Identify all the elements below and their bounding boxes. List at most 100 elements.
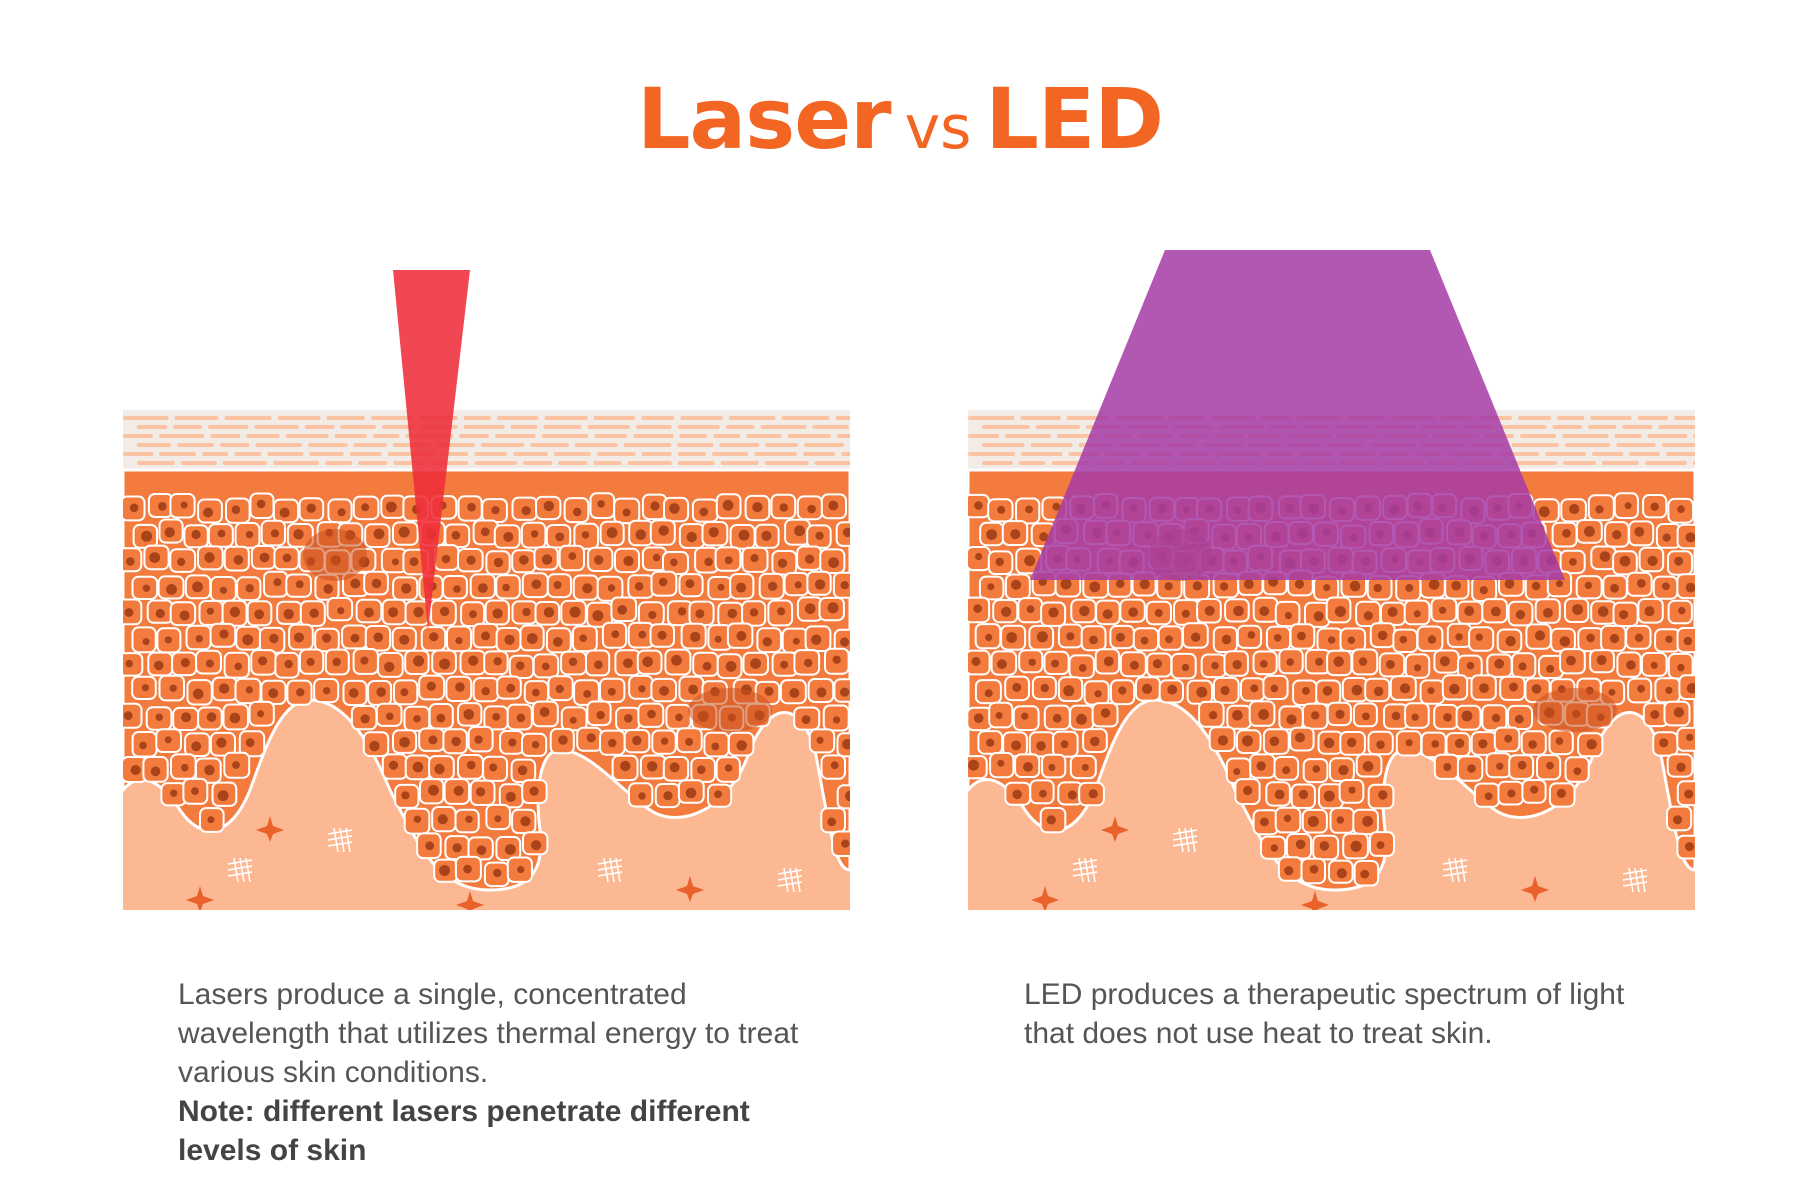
cell-nucleus	[697, 765, 706, 774]
cell-nucleus	[678, 607, 686, 615]
skin-flake	[837, 434, 850, 438]
cell-nucleus	[517, 866, 524, 873]
skin-flake	[835, 416, 850, 420]
cell-nucleus	[207, 608, 214, 615]
cell-nucleus	[1221, 686, 1230, 695]
cell-nucleus	[1233, 660, 1242, 669]
skin-cross-section	[117, 410, 850, 917]
cell-nucleus	[361, 714, 370, 723]
skin-flake	[530, 443, 569, 447]
cell-nucleus	[452, 531, 461, 540]
cell-nucleus	[413, 715, 420, 722]
cell-nucleus	[482, 687, 490, 695]
skin-flake	[761, 425, 807, 429]
skin-flake	[511, 425, 538, 429]
cell-nucleus	[1556, 580, 1563, 587]
skin-flake	[594, 434, 627, 438]
cell-nucleus	[802, 715, 811, 724]
cell-nucleus	[413, 607, 423, 617]
cell-nucleus	[438, 814, 448, 824]
cell-nucleus	[975, 553, 982, 560]
cell-nucleus	[1191, 633, 1200, 642]
cell-nucleus	[827, 818, 836, 827]
led-skin-diagram	[935, 230, 1695, 930]
skin-flake	[340, 425, 376, 429]
cell-nucleus	[608, 584, 616, 592]
cell-nucleus	[663, 791, 672, 800]
skin-flake	[220, 443, 249, 447]
cell-nucleus	[1400, 636, 1408, 644]
cell-nucleus	[670, 559, 678, 567]
cell-nucleus	[455, 637, 462, 644]
cell-nucleus	[544, 501, 554, 511]
cell-nucleus	[1023, 762, 1033, 772]
cell-nucleus	[1089, 582, 1100, 593]
cell-nucleus	[1220, 582, 1228, 590]
cell-nucleus	[1569, 558, 1577, 566]
skin-flake	[968, 434, 999, 438]
cell-nucleus	[986, 529, 997, 540]
cell-nucleus	[579, 634, 587, 642]
cell-nucleus	[494, 815, 501, 822]
cell-nucleus	[351, 634, 360, 643]
cell-nucleus	[1284, 815, 1291, 822]
skin-flake	[1592, 452, 1623, 456]
skin-flake	[1645, 461, 1687, 465]
cell-nucleus	[632, 736, 641, 745]
cell-nucleus	[1063, 685, 1074, 696]
cell-nucleus	[594, 555, 603, 564]
led-caption-block: LED produces a therapeutic spectrum of l…	[1024, 975, 1674, 1053]
skin-flake	[678, 425, 720, 429]
cell-nucleus	[506, 684, 515, 693]
cell-nucleus	[725, 764, 733, 772]
cell-nucleus	[440, 607, 449, 616]
cell-nucleus	[1585, 582, 1592, 589]
cell-nucleus	[996, 558, 1004, 566]
skin-flake	[558, 461, 587, 465]
skin-flake	[627, 461, 671, 465]
cell-nucleus	[1374, 687, 1384, 697]
cell-nucleus	[1572, 604, 1583, 615]
cell-nucleus	[1597, 655, 1607, 665]
skin-flake	[1557, 416, 1584, 420]
cell-nucleus	[1275, 790, 1285, 800]
cell-nucleus	[805, 555, 814, 564]
cell-nucleus	[709, 527, 719, 537]
skin-flake	[1563, 461, 1596, 465]
skin-flake	[1666, 452, 1695, 456]
cell-nucleus	[647, 710, 656, 719]
cell-nucleus	[690, 632, 700, 642]
cell-nucleus	[389, 761, 398, 770]
cell-nucleus	[617, 605, 627, 615]
cell-nucleus	[1626, 660, 1636, 670]
cell-nucleus	[556, 685, 564, 693]
cell-nucleus	[1036, 741, 1046, 751]
cell-nucleus	[1313, 765, 1321, 773]
skin-flake	[597, 452, 636, 456]
cell-nucleus	[1029, 659, 1036, 666]
cell-nucleus	[1260, 818, 1269, 827]
title-vs: vs	[905, 93, 972, 163]
cell-nucleus	[816, 687, 826, 697]
skin-flake	[713, 434, 740, 438]
cell-nucleus	[220, 587, 227, 594]
cell-nucleus	[376, 687, 386, 697]
cell-nucleus	[477, 845, 487, 855]
cell-nucleus	[811, 635, 821, 645]
skin-flake	[680, 434, 708, 438]
skin-flake	[1021, 452, 1062, 456]
cell-nucleus	[141, 531, 152, 542]
cell-nucleus	[1637, 685, 1645, 693]
cell-nucleus	[207, 816, 214, 823]
cell-nucleus	[230, 713, 241, 724]
skin-flake	[159, 434, 204, 438]
cell-nucleus	[1414, 664, 1421, 671]
skin-flake	[1019, 461, 1046, 465]
cell-nucleus	[1295, 733, 1305, 743]
cell-nucleus	[828, 602, 839, 613]
cell-nucleus	[1061, 579, 1072, 590]
skin-flake	[712, 452, 748, 456]
skin-flake	[371, 416, 413, 420]
skin-flake	[497, 416, 539, 420]
cell-nucleus	[399, 737, 410, 748]
